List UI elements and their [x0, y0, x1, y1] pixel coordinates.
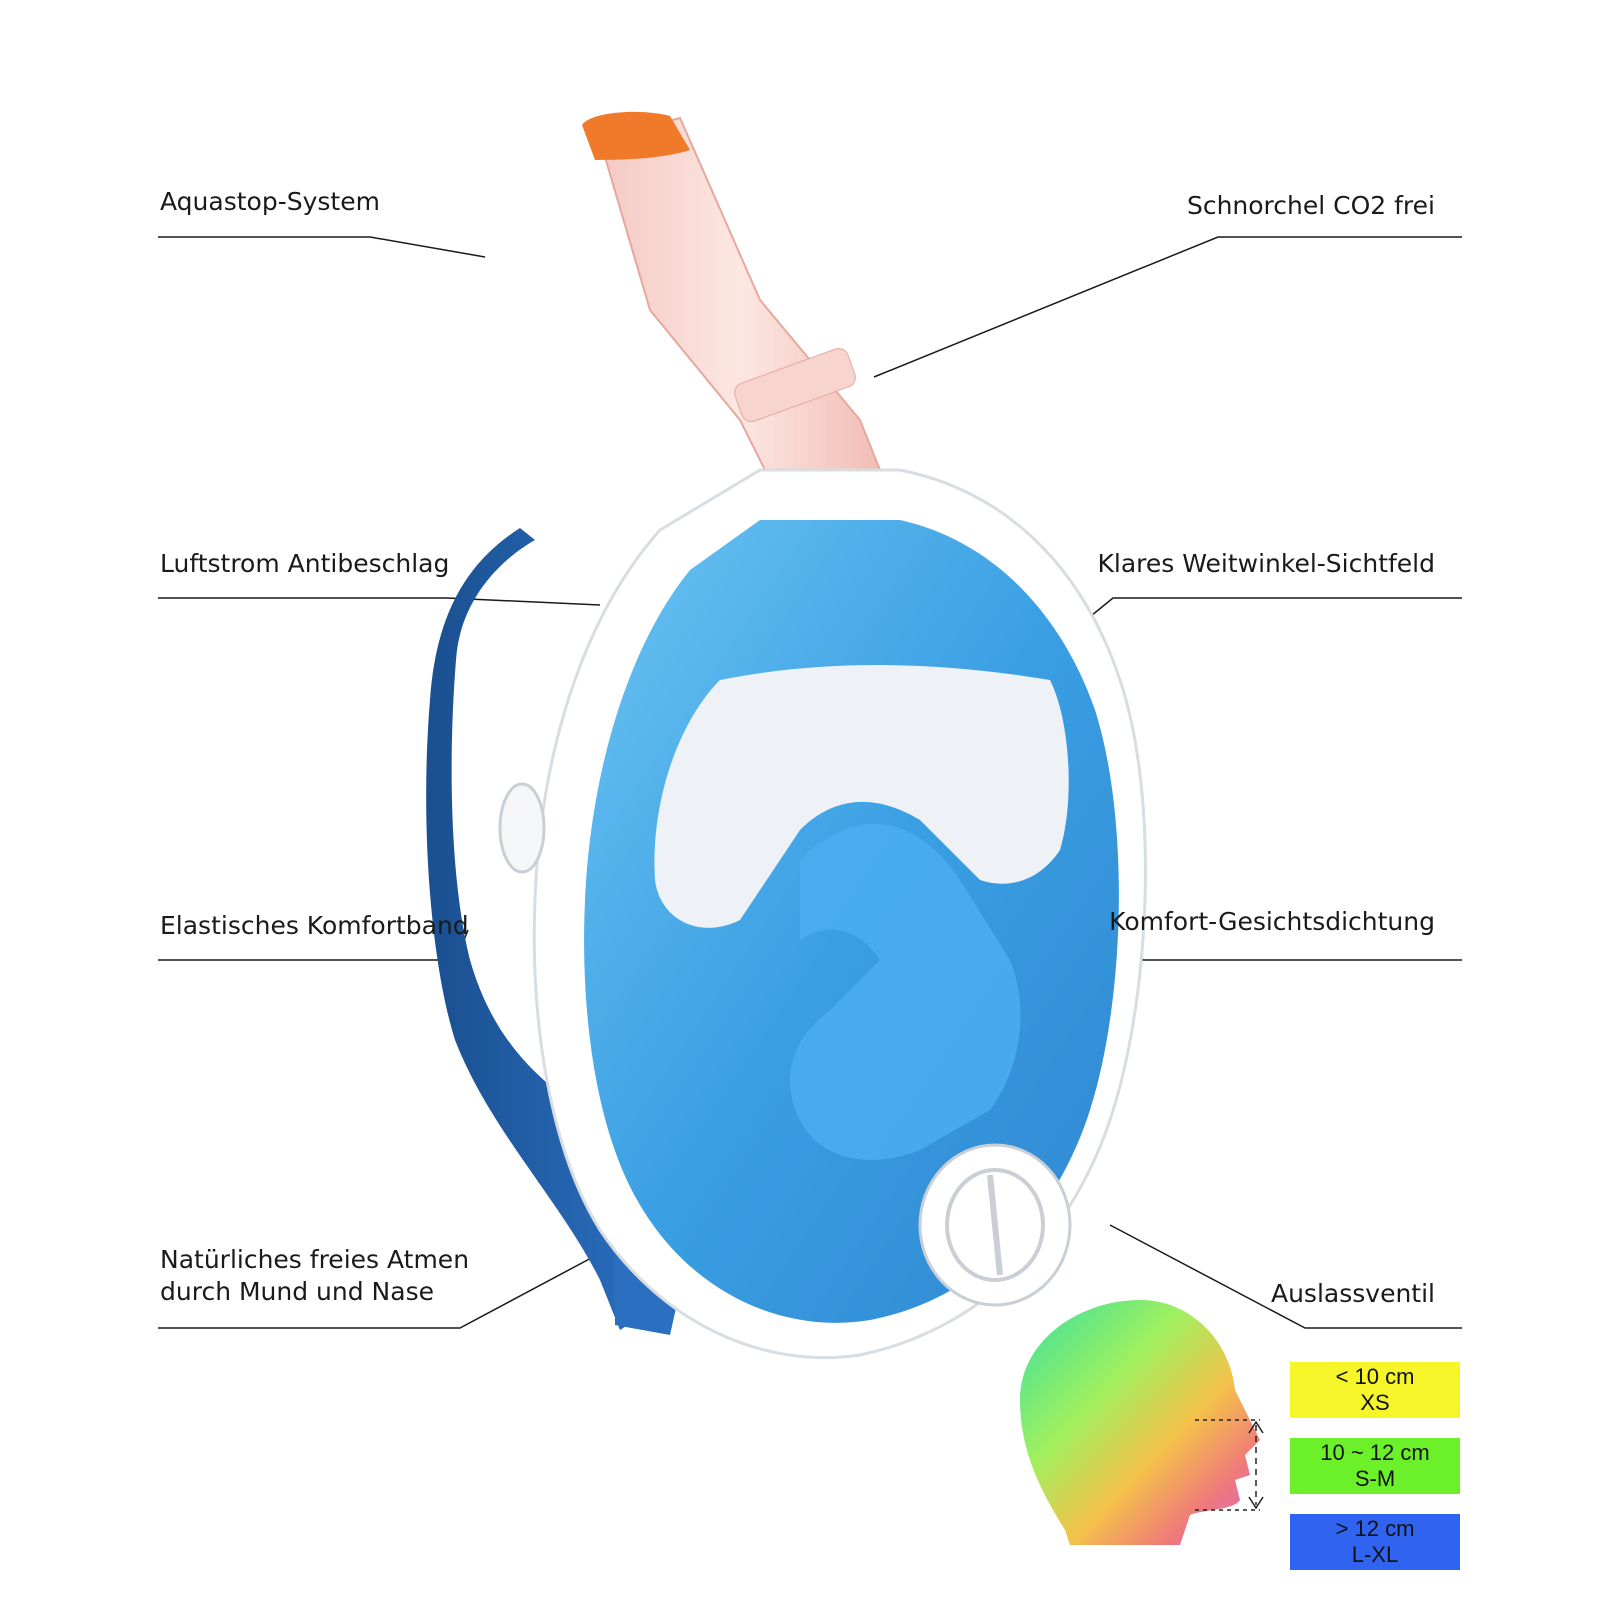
size-lxl-box: > 12 cm L-XL	[1290, 1514, 1460, 1570]
snorkel-tube	[598, 116, 882, 502]
callout-breathing-line1: Natürliches freies Atmen	[160, 1245, 470, 1274]
nose-cup	[790, 823, 1021, 1160]
callout-seal: Komfort-Gesichtsdichtung	[1109, 907, 1435, 936]
size-lxl-label: L-XL	[1351, 1542, 1399, 1567]
size-xs-box: < 10 cm XS	[1290, 1362, 1460, 1418]
size-sm-label: S-M	[1354, 1466, 1396, 1491]
face-measurement	[1195, 1419, 1264, 1511]
side-buckle	[498, 782, 546, 874]
snorkel-ring	[734, 348, 856, 422]
head-silhouette	[1020, 1300, 1260, 1545]
callout-view: Klares Weitwinkel-Sichtfeld	[1097, 549, 1436, 578]
size-xs-label: XS	[1360, 1390, 1390, 1415]
size-lxl-measure: > 12 cm	[1335, 1516, 1415, 1541]
size-xs-measure: < 10 cm	[1335, 1364, 1415, 1389]
inner-window	[654, 665, 1069, 928]
size-sm-box: 10 ~ 12 cm S-M	[1290, 1438, 1460, 1494]
callout-breathing: Natürliches freies Atmen durch Mund und …	[160, 1244, 469, 1308]
snorkel-top-cap	[582, 111, 690, 160]
callout-strap: Elastisches Komfortband	[160, 911, 469, 940]
callout-aquastop: Aquastop-System	[160, 187, 380, 216]
size-sm-measure: 10 ~ 12 cm	[1320, 1440, 1430, 1465]
callout-breathing-line2: durch Mund und Nase	[160, 1277, 434, 1306]
callout-valve: Auslassventil	[1270, 1279, 1435, 1308]
callout-snorkel: Schnorchel CO2 frei	[1186, 191, 1435, 220]
callout-antifog: Luftstrom Antibeschlag	[160, 549, 450, 578]
